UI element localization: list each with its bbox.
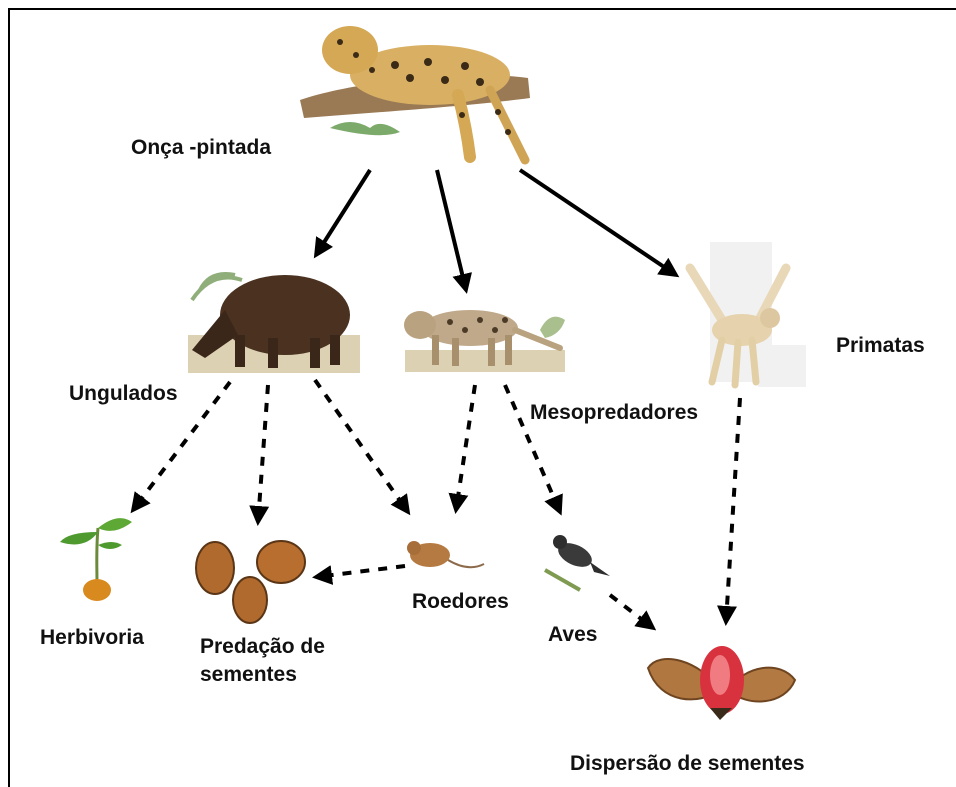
jaguar-illustration (300, 26, 530, 160)
arrow-primates-dispersal (726, 398, 740, 622)
label-mesopredators: Mesopredadores (530, 400, 698, 426)
label-seed-dispersal: Dispersão de sementes (570, 751, 805, 777)
arrow-birds-dispersal (610, 595, 653, 628)
ocelot-illustration (404, 310, 565, 372)
bird-illustration (545, 535, 610, 590)
label-seed-predation-line2: sementes (200, 662, 297, 688)
monkey-illustration (690, 242, 806, 387)
arrow-jaguar-ungulates (316, 170, 370, 255)
label-primates: Primatas (836, 333, 925, 359)
arrow-ungulates-seeds (258, 385, 268, 522)
arrow-jaguar-primates (520, 170, 676, 275)
label-jaguar: Onça -pintada (131, 135, 271, 161)
arrow-jaguar-mesopredators (437, 170, 466, 290)
rodent-illustration (407, 541, 484, 567)
label-seed-predation-line1: Predação de (200, 634, 325, 660)
arrow-ungulates-rodents (315, 380, 408, 512)
label-birds: Aves (548, 622, 597, 648)
arrow-rodents-seeds (316, 566, 405, 577)
solid-arrows (316, 170, 676, 290)
label-rodents: Roedores (412, 589, 509, 615)
label-herbivory: Herbivoria (40, 625, 144, 651)
seeds-illustration (196, 541, 305, 623)
label-ungulates: Ungulados (69, 381, 178, 407)
peccary-illustration (188, 274, 360, 373)
arrow-mesopredators-rodents (456, 385, 475, 510)
fruit-illustration (648, 646, 795, 720)
seedling-illustration (60, 518, 132, 601)
